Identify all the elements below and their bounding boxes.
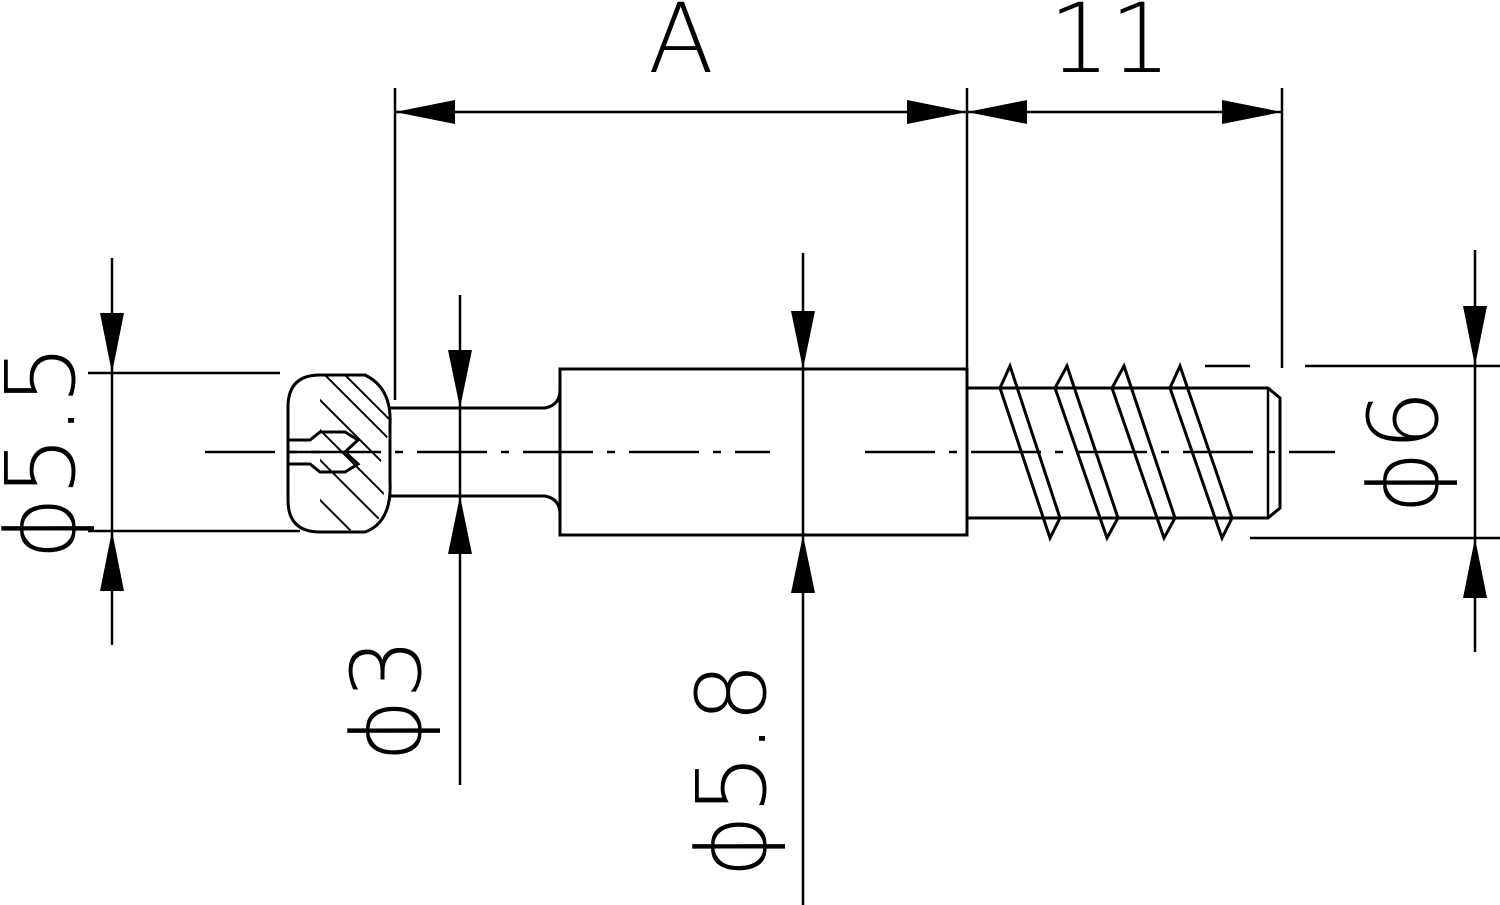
dim-label-thread-diameter: ϕ6 [1348,390,1460,514]
dim-label-body-diameter: ϕ5.8 [676,662,788,878]
head-slot [286,430,361,474]
dim-label-head-diameter: ϕ5.5 [0,344,97,560]
dim-label-11: 11 [1049,0,1171,95]
dim-label-a: A [648,0,714,95]
dimension-neck-diameter [448,295,472,785]
head-section-hatching [320,375,391,532]
thread-flights [998,361,1234,542]
bolt-body [558,367,969,537]
thread-core [965,386,1282,520]
bolt-head [286,373,392,534]
dimension-head-diameter [100,258,124,645]
dimension-a [395,100,967,124]
extension-lines [88,88,1500,540]
dimension-thread-length [967,100,1282,124]
bolt-outline [286,361,1282,542]
dimension-body-diameter [791,253,815,905]
dimension-thread-diameter [1463,250,1487,652]
dim-label-neck-diameter: ϕ3 [331,638,443,762]
